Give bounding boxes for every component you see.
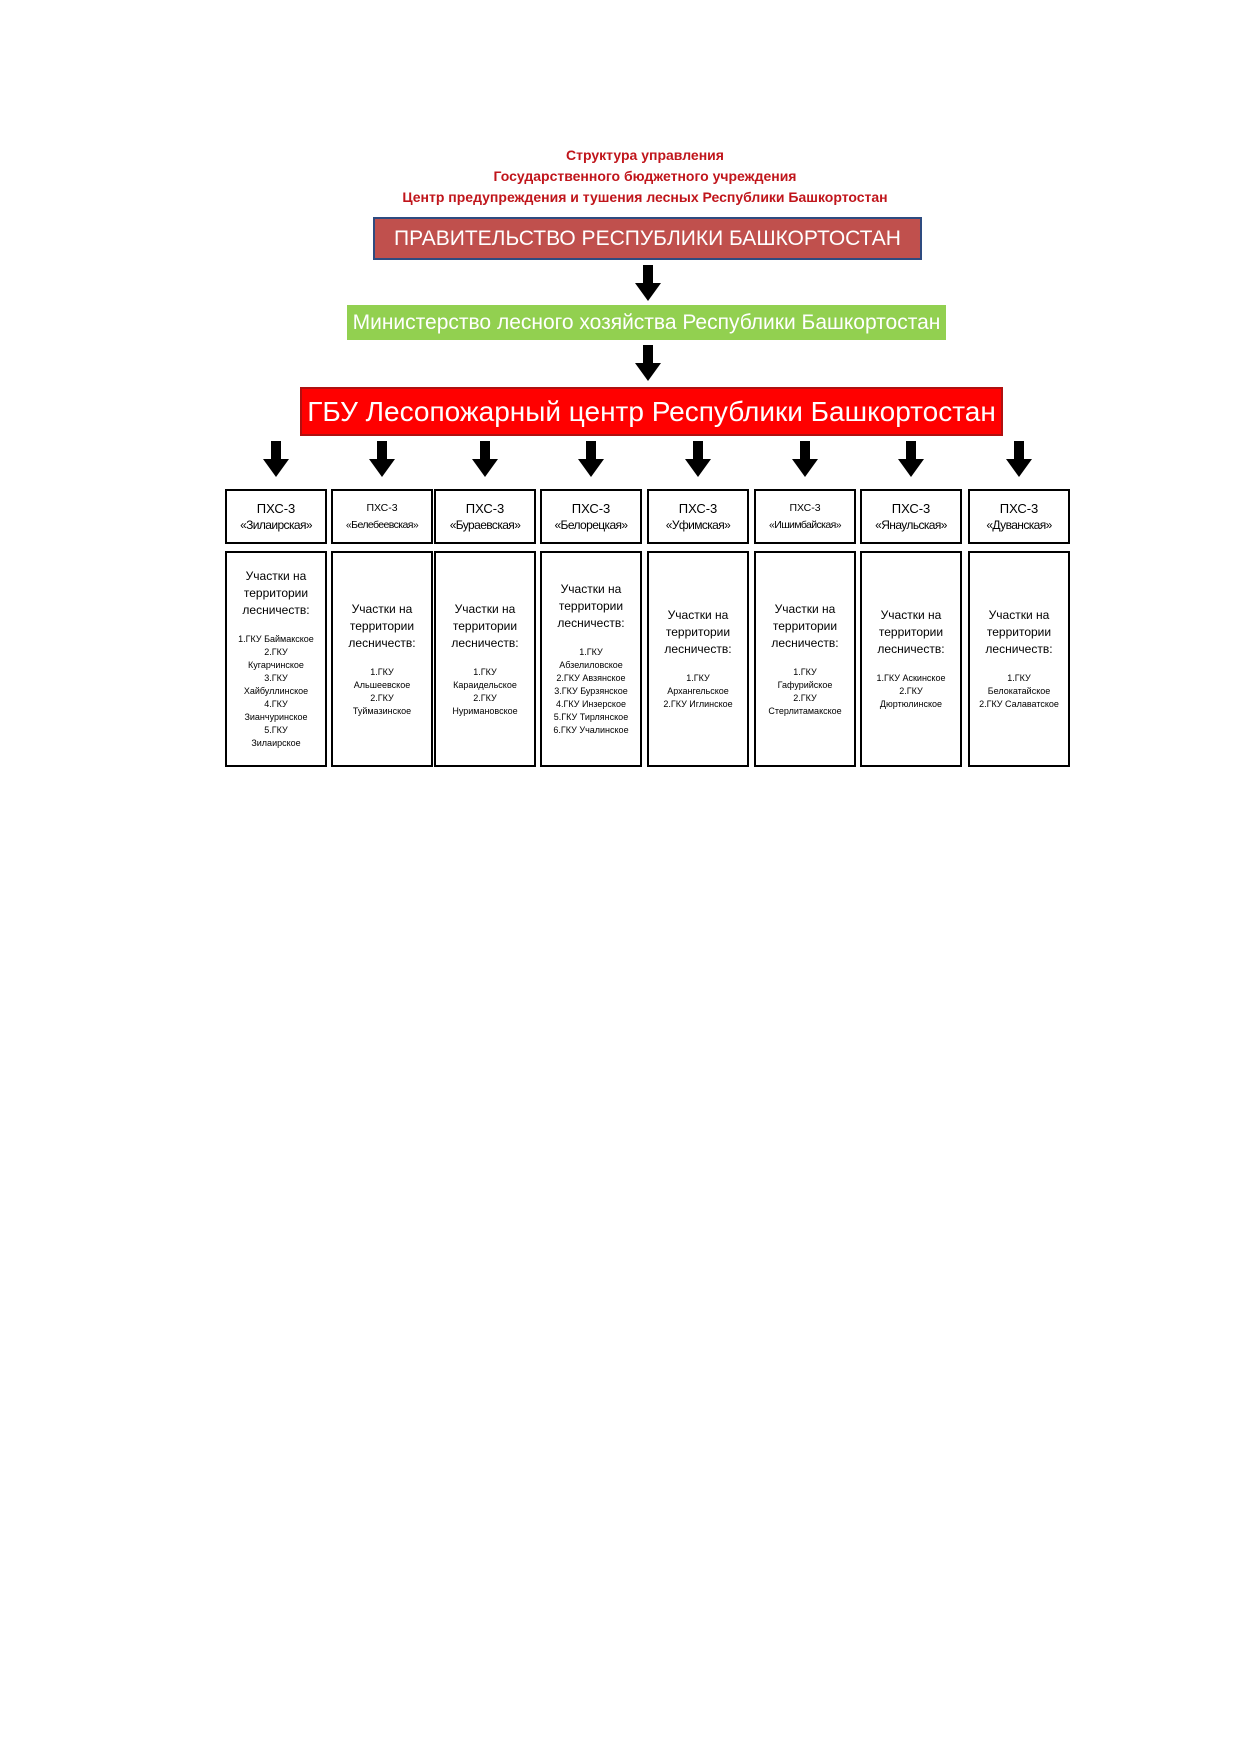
forestry-item: Стерлитамакское bbox=[768, 705, 842, 716]
forestry-item: Зилаирское bbox=[251, 738, 301, 748]
forestry-item: 1.ГКУ bbox=[473, 666, 497, 677]
forestry-item: 2.ГКУ bbox=[793, 692, 817, 703]
down-arrow-icon bbox=[1006, 441, 1032, 479]
heading-line-2: Государственного бюджетного учреждения bbox=[493, 168, 797, 184]
fire-station-box: ПХС-3«Бураевская» bbox=[434, 489, 536, 544]
forestry-item: 2.ГКУ bbox=[264, 647, 288, 657]
fire-station-box: ПХС-3«Белорецкая» bbox=[540, 489, 642, 544]
areas-header: Участки на территории лесничеств: bbox=[451, 601, 519, 650]
forestry-item: 2.ГКУ bbox=[370, 692, 394, 703]
station-code: ПХС-3 bbox=[891, 500, 931, 516]
forestry-item: 2.ГКУ Иглинское bbox=[663, 699, 733, 709]
areas-header: Участки на территории лесничеств: bbox=[348, 601, 416, 650]
down-arrow-icon bbox=[578, 441, 604, 479]
forestry-item: Нуримановское bbox=[452, 705, 518, 716]
fire-station-box: ПХС-3«Дуванская» bbox=[968, 489, 1070, 544]
areas-header: Участки на территории лесничеств: bbox=[985, 608, 1053, 656]
station-code: ПХС-3 bbox=[465, 500, 505, 516]
forestry-item: Гафурийское bbox=[777, 679, 833, 690]
down-arrow-icon bbox=[898, 441, 924, 479]
station-name: «Белорецкая» bbox=[554, 517, 628, 532]
forestry-item: Белокатайское bbox=[987, 686, 1051, 696]
station-code: ПХС-3 bbox=[789, 501, 821, 514]
forestry-areas-box: Участки на территории лесничеств: 1.ГКУ Б… bbox=[225, 551, 327, 767]
station-code: ПХС-3 bbox=[999, 500, 1039, 516]
forestry-item: 1.ГКУ bbox=[1007, 673, 1031, 683]
station-name: «Зилаирская» bbox=[240, 517, 312, 532]
forestry-areas-box: Участки на территории лесничеств: 1.ГКУ Аб… bbox=[540, 551, 642, 767]
areas-header: Участки на территории лесничеств: bbox=[664, 608, 732, 656]
station-name: «Янаульская» bbox=[875, 517, 947, 532]
forestry-item: Хайбуллинское bbox=[243, 686, 309, 696]
station-name: «Дуванская» bbox=[986, 517, 1052, 532]
station-code: ПХС-3 bbox=[571, 500, 611, 516]
forestry-areas-box: Участки на территории лесничеств: 1.ГКУ Ка… bbox=[434, 551, 536, 767]
government-box: ПРАВИТЕЛЬСТВО РЕСПУБЛИКИ БАШКОРТОСТАН bbox=[373, 217, 922, 260]
forestry-item: 3.ГКУ bbox=[264, 673, 288, 683]
areas-header: Участки на территории лесничеств: bbox=[557, 582, 625, 630]
down-arrow-icon bbox=[263, 441, 289, 479]
forest-fire-center-box: ГБУ Лесопожарный центр Республики Башкор… bbox=[300, 387, 1003, 436]
forestry-item: 2.ГКУ Авзянское bbox=[556, 673, 626, 683]
forestry-areas-box: Участки на территории лесничеств: 1.ГКУ А… bbox=[860, 551, 962, 767]
areas-header: Участки на территории лесничеств: bbox=[877, 608, 945, 656]
forestry-item: Дюртюлинское bbox=[879, 699, 943, 709]
forestry-item: 4.ГКУ bbox=[264, 699, 288, 709]
forestry-areas-box: Участки на территории лесничеств: 1.ГКУ Ар… bbox=[647, 551, 749, 767]
forestry-item: Туймазинское bbox=[352, 705, 412, 716]
fire-station-box: ПХС-3 «Белебеевская» bbox=[331, 489, 433, 544]
fire-station-box: ПХС-3«Зилаирская» bbox=[225, 489, 327, 544]
forestry-areas-box: Участки на территории лесничеств: 1.ГКУ Га… bbox=[754, 551, 856, 767]
forestry-item: 1.ГКУ bbox=[793, 666, 817, 677]
forestry-areas-box: Участки на территории лесничеств: 1.ГКУ Бе… bbox=[968, 551, 1070, 767]
down-arrow-icon bbox=[369, 441, 395, 479]
forestry-item: Абзелиловское bbox=[559, 660, 623, 670]
forestry-item: 4.ГКУ Инзерское bbox=[556, 699, 626, 709]
down-arrow-icon bbox=[472, 441, 498, 479]
forestry-item: 1.ГКУ bbox=[370, 666, 394, 677]
forestry-item: 2.ГКУ Салаватское bbox=[979, 699, 1059, 709]
heading-line-3: Центр предупреждения и тушения лесных Ре… bbox=[402, 189, 888, 205]
forestry-item: 1.ГКУ Аскинское bbox=[876, 673, 946, 683]
down-arrow-icon bbox=[792, 441, 818, 479]
forestry-item: 5.ГКУ bbox=[264, 725, 288, 735]
station-name: «Белебеевская» bbox=[345, 518, 419, 531]
forestry-item: Архангельское bbox=[667, 686, 729, 696]
station-name: «Ишимбайская» bbox=[769, 518, 842, 531]
heading-line-1: Структура управления bbox=[566, 147, 724, 163]
areas-header: Участки на территории лесничеств: bbox=[242, 569, 310, 617]
station-name: «Уфимская» bbox=[665, 517, 731, 532]
forestry-item: Альшеевское bbox=[353, 679, 411, 690]
forestry-item: Караидельское bbox=[453, 679, 517, 690]
down-arrow-icon bbox=[635, 345, 661, 383]
diagram-heading: Структура управления Государственного бю… bbox=[0, 145, 1239, 208]
station-code: ПХС-3 bbox=[366, 501, 398, 514]
forestry-item: Кугарчинское bbox=[248, 660, 304, 670]
down-arrow-icon bbox=[685, 441, 711, 479]
forestry-item: 6.ГКУ Учалинское bbox=[553, 725, 629, 735]
station-name: «Бураевская» bbox=[449, 517, 521, 532]
forestry-item: 1.ГКУ bbox=[686, 673, 710, 683]
station-code: ПХС-3 bbox=[256, 500, 296, 516]
forestry-item: Зианчуринское bbox=[244, 712, 308, 722]
down-arrow-icon bbox=[635, 265, 661, 303]
station-code: ПХС-3 bbox=[678, 500, 718, 516]
forestry-item: 2.ГКУ bbox=[899, 686, 923, 696]
areas-header: Участки на территории лесничеств: bbox=[771, 601, 839, 650]
fire-station-box: ПХС-3«Уфимская» bbox=[647, 489, 749, 544]
fire-station-box: ПХС-3 «Ишимбайская» bbox=[754, 489, 856, 544]
forestry-item: 1.ГКУ Баймакское bbox=[238, 634, 314, 644]
forestry-areas-box: Участки на территории лесничеств: 1.ГКУ Ал… bbox=[331, 551, 433, 767]
ministry-box: Министерство лесного хозяйства Республик… bbox=[347, 305, 946, 340]
forestry-item: 5.ГКУ Тирлянское bbox=[553, 712, 629, 722]
forestry-item: 3.ГКУ Бурзянское bbox=[554, 686, 628, 696]
forestry-item: 1.ГКУ bbox=[579, 647, 603, 657]
forestry-item: 2.ГКУ bbox=[473, 692, 497, 703]
fire-station-box: ПХС-3«Янаульская» bbox=[860, 489, 962, 544]
